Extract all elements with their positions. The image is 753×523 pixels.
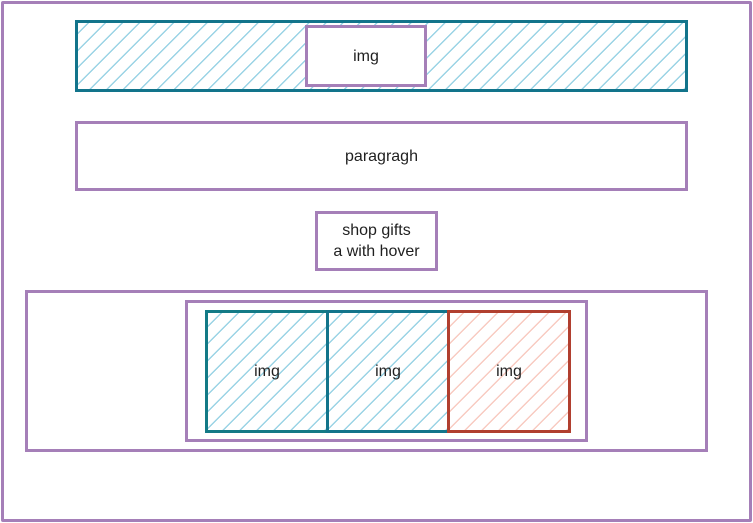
gallery-tile-1: img bbox=[205, 310, 329, 433]
paragraph-placeholder: paragragh bbox=[75, 121, 688, 191]
shop-gifts-link[interactable]: shop gifts a with hover bbox=[315, 211, 438, 271]
gallery-container bbox=[185, 300, 588, 442]
gallery-tile-3-label: img bbox=[496, 363, 522, 380]
gallery-section bbox=[25, 290, 708, 452]
gallery-tile-3: img bbox=[447, 310, 571, 433]
gallery-tile-2: img bbox=[326, 310, 450, 433]
gallery-tile-2-label: img bbox=[375, 363, 401, 380]
banner-image-placeholder: img bbox=[305, 25, 427, 87]
gallery-tile-1-label: img bbox=[254, 363, 280, 380]
shop-link-line2: a with hover bbox=[333, 243, 420, 260]
shop-link-line1: shop gifts bbox=[342, 222, 411, 239]
banner-image-label: img bbox=[353, 47, 379, 65]
paragraph-label: paragragh bbox=[345, 147, 418, 165]
